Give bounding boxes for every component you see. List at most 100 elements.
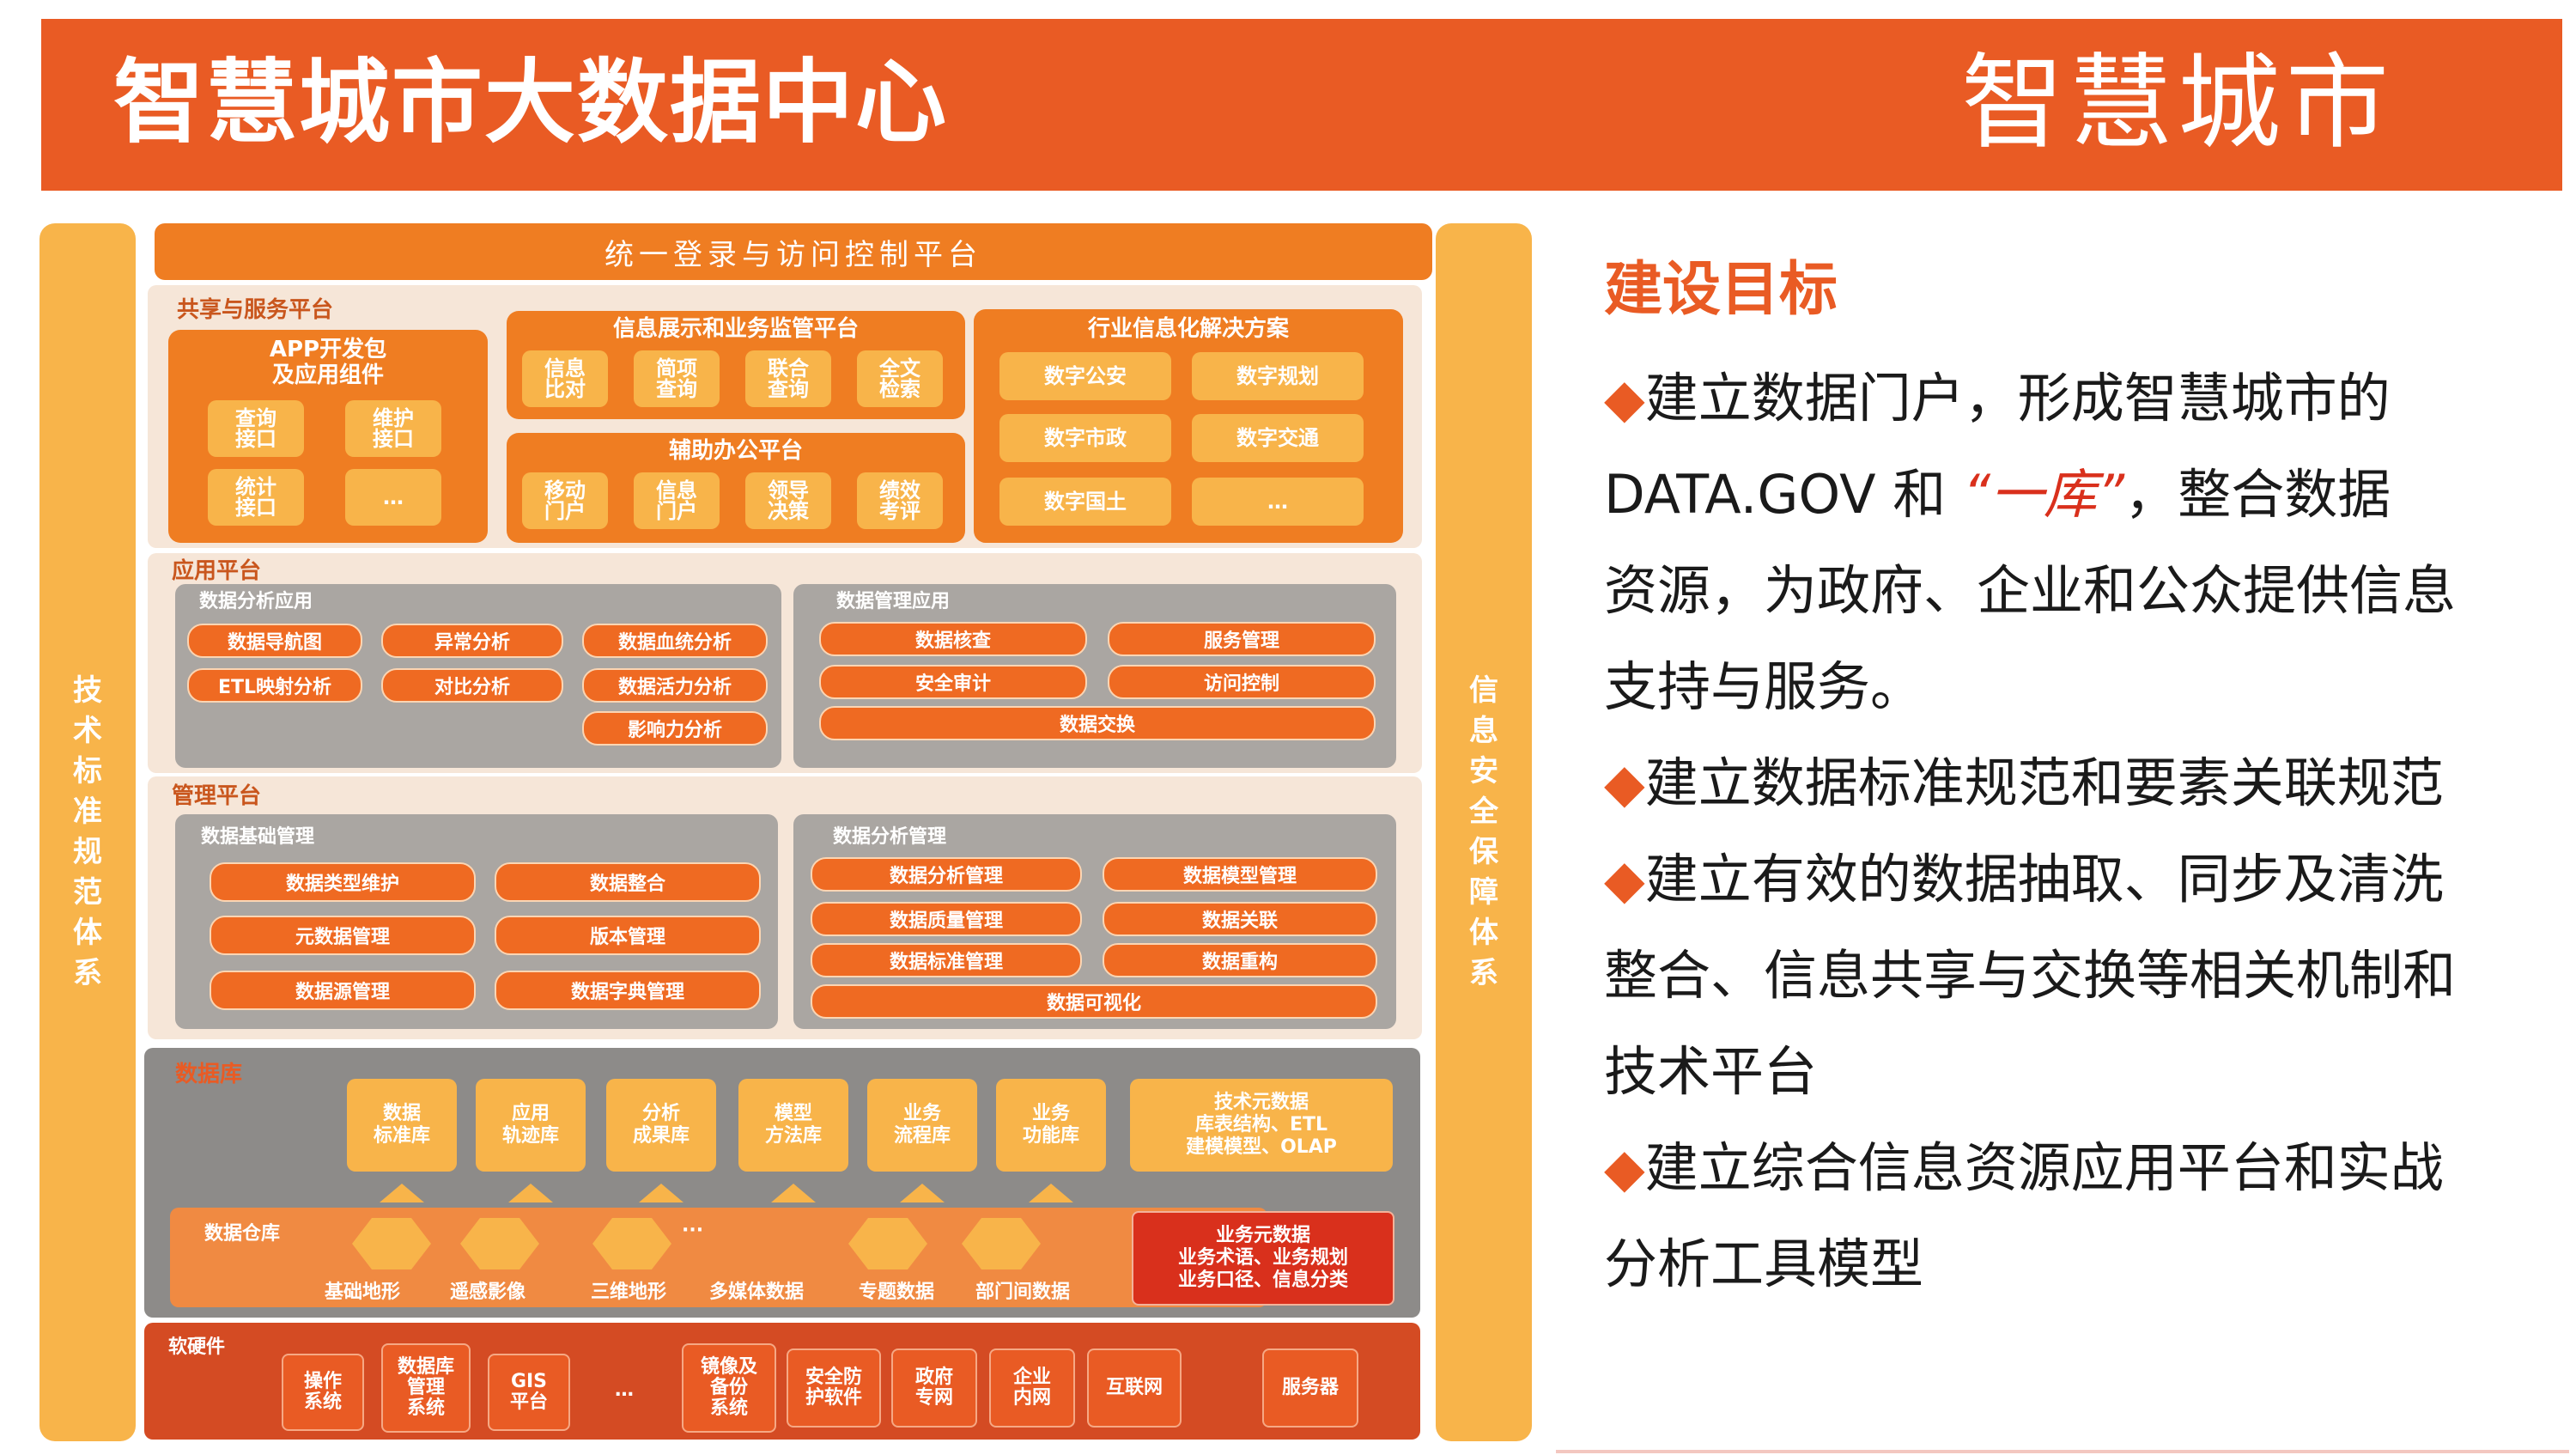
section-label: 数据库 — [175, 1062, 243, 1087]
vbar-char: 标 — [73, 754, 102, 788]
chip: 维护 接口 — [345, 400, 441, 457]
info-display-panel: 信息展示和业务监管平台 信息 比对 简项 查询 联合 查询 全文 检索 — [507, 311, 965, 419]
chip: 全文 检索 — [857, 350, 943, 407]
goal-text: DATA.GOV 和 — [1604, 463, 1963, 526]
data-basic-mgmt-panel: 数据基础管理 数据类型维护 数据整合 元数据管理 版本管理 数据源管理 数据字典… — [175, 814, 778, 1029]
pill: 数据类型维护 — [210, 862, 476, 902]
page-title: 智慧城市大数据中心 — [113, 50, 948, 155]
chip: 统计 接口 — [208, 469, 304, 526]
db-lib-box: 应用 轨迹库 — [476, 1079, 586, 1172]
hexagon-icon — [592, 1218, 671, 1269]
login-platform-bar: 统一登录与访问控制平台 — [155, 223, 1432, 280]
mgmt-platform-section: 管理平台 数据基础管理 数据类型维护 数据整合 元数据管理 版本管理 数据源管理… — [148, 776, 1422, 1039]
pill: 数据活力分析 — [582, 668, 768, 703]
warehouse-item: 部门间数据 — [975, 1281, 1071, 1303]
pill: 元数据管理 — [210, 916, 476, 955]
goal-quote: “一库” — [1962, 463, 2125, 526]
vbar-char: 准 — [73, 794, 102, 829]
hardware-item: 互联网 — [1087, 1348, 1182, 1428]
hardware-item: 操作 系统 — [282, 1354, 364, 1431]
vbar-char: 体 — [73, 916, 102, 950]
pill: 数据质量管理 — [811, 902, 1082, 936]
vbar-char: 技 — [73, 673, 102, 708]
goals-title: 建设目标 — [1604, 256, 1838, 324]
chip: 移动 门户 — [522, 472, 608, 529]
chip: 查询 接口 — [208, 400, 304, 457]
goal-line: 资源，为政府、企业和公众提供信息 — [1604, 559, 2457, 622]
pill: 访问控制 — [1108, 665, 1376, 699]
app-platform-section: 应用平台 数据分析应用 数据导航图 异常分析 数据血统分析 ETL映射分析 对比… — [148, 553, 1422, 773]
hardware-item: 服务器 — [1262, 1348, 1358, 1428]
industry-panel: 行业信息化解决方案 数字公安 数字规划 数字市政 数字交通 数字国土 … — [974, 309, 1403, 543]
pill: 数据核查 — [819, 622, 1087, 656]
info-security-bar: 信 息 安 全 保 障 体 系 — [1436, 223, 1532, 1441]
office-panel: 辅助办公平台 移动 门户 信息 门户 领导 决策 绩效 考评 — [507, 433, 965, 543]
pill: 数据源管理 — [210, 971, 476, 1010]
data-analysis-app-panel: 数据分析应用 数据导航图 异常分析 数据血统分析 ETL映射分析 对比分析 数据… — [175, 584, 781, 768]
pill: 对比分析 — [381, 668, 563, 703]
pill: 数据血统分析 — [582, 624, 768, 658]
chip: 联合 查询 — [745, 350, 831, 407]
data-mgmt-app-panel: 数据管理应用 数据核查 服务管理 安全审计 访问控制 数据交换 — [793, 584, 1396, 768]
vbar-char: 安 — [1469, 754, 1498, 788]
hardware-section: 软硬件 操作 系统 数据库 管理 系统 GIS 平台 … 镜像及 备份 系统 安… — [144, 1323, 1420, 1440]
hardware-item: 政府 专网 — [891, 1348, 977, 1428]
up-arrow-icon — [380, 1184, 424, 1202]
warehouse-ellipsis: ··· — [682, 1220, 704, 1241]
section-label: 软硬件 — [168, 1336, 226, 1358]
chip: 数字国土 — [999, 478, 1171, 526]
goal-line: DATA.GOV 和 “一库”，整合数据 — [1604, 460, 2391, 529]
vbar-char: 规 — [73, 835, 102, 869]
up-arrow-icon — [771, 1184, 816, 1202]
section-label: 共享与服务平台 — [177, 297, 334, 323]
diamond-bullet-icon: ◆ — [1604, 752, 1645, 814]
goal-line: 技术平台 — [1604, 1040, 1818, 1103]
data-analysis-mgmt-panel: 数据分析管理 数据分析管理 数据模型管理 数据质量管理 数据关联 数据标准管理 … — [793, 814, 1396, 1029]
header-banner: 智慧城市大数据中心 智慧城市 — [41, 19, 2562, 191]
pill: 数据标准管理 — [811, 943, 1082, 977]
chip: 数字交通 — [1192, 414, 1364, 462]
up-arrow-icon — [1029, 1184, 1073, 1202]
panel-title: 数据基础管理 — [201, 826, 315, 848]
panel-title: 辅助办公平台 — [668, 438, 803, 464]
warehouse-item: 专题数据 — [859, 1281, 935, 1303]
diamond-bullet-icon: ◆ — [1604, 848, 1645, 910]
pill: 数据关联 — [1103, 902, 1377, 936]
hardware-ellipsis: … — [615, 1379, 634, 1401]
goal-line: 分析工具模型 — [1604, 1233, 1924, 1295]
vbar-char: 系 — [1469, 956, 1498, 990]
pill: 数据导航图 — [187, 624, 362, 658]
panel-title: APP开发包 及应用组件 — [269, 337, 387, 388]
pill: 安全审计 — [819, 665, 1087, 699]
warehouse-item: 基础地形 — [325, 1281, 401, 1303]
goal-text: 建立数据标准规范和要素关联规范 — [1644, 752, 2444, 814]
up-arrow-icon — [900, 1184, 945, 1202]
business-metadata-box: 业务元数据 业务术语、业务规划 业务口径、信息分类 — [1132, 1211, 1394, 1306]
vbar-char: 息 — [1469, 714, 1498, 748]
hexagon-icon — [848, 1218, 927, 1269]
hardware-item: 镜像及 备份 系统 — [682, 1343, 776, 1433]
pill: 数据分析管理 — [811, 857, 1082, 892]
pill: ETL映射分析 — [187, 668, 362, 703]
warehouse-item: 多媒体数据 — [709, 1281, 805, 1303]
vbar-char: 系 — [73, 956, 102, 990]
goal-line: ◆建立有效的数据抽取、同步及清洗 — [1604, 845, 2444, 914]
header-right-title: 智慧城市 — [1961, 44, 2394, 163]
up-arrow-icon — [508, 1184, 553, 1202]
pill: 数据整合 — [495, 862, 761, 902]
pill: 数据字典管理 — [495, 971, 761, 1010]
pill: 数据模型管理 — [1103, 857, 1377, 892]
chip: 数字市政 — [999, 414, 1171, 462]
panel-title: 行业信息化解决方案 — [1087, 316, 1289, 342]
goal-line: ◆建立数据门户，形成智慧城市的 — [1604, 364, 2391, 433]
goal-line: ◆建立数据标准规范和要素关联规范 — [1604, 749, 2444, 818]
hexagon-icon — [352, 1218, 431, 1269]
warehouse-item: 遥感影像 — [450, 1281, 526, 1303]
warehouse-label: 数据仓库 — [204, 1223, 281, 1245]
hardware-item: GIS 平台 — [488, 1354, 570, 1431]
panel-title: 数据分析管理 — [833, 826, 947, 848]
db-lib-box: 业务 流程库 — [867, 1079, 977, 1172]
chip: 绩效 考评 — [857, 472, 943, 529]
database-section: 数据库 数据 标准库 应用 轨迹库 分析 成果库 模型 方法库 业务 流程库 业… — [144, 1048, 1420, 1318]
goal-text: 建立数据门户，形成智慧城市的 — [1644, 367, 2391, 429]
